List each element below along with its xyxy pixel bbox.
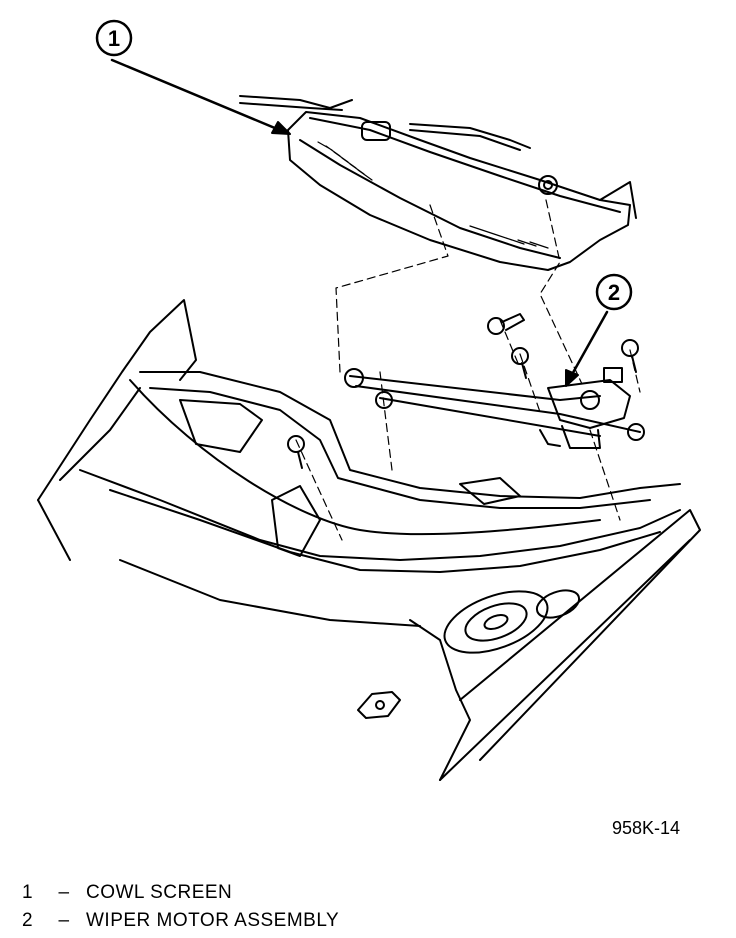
callout-1-number: 1 xyxy=(108,26,120,51)
wiper-cowl-exploded-diagram: 1 2 xyxy=(37,19,701,781)
left-pivot-cap xyxy=(361,121,391,141)
right-fender-inner xyxy=(439,539,691,781)
cowl-screen-rear-edge xyxy=(309,117,621,213)
left-bracket xyxy=(271,485,321,557)
legend-label: COWL SCREEN xyxy=(86,882,233,903)
callout-1-arrowhead xyxy=(271,121,291,135)
windshield-edge xyxy=(599,181,637,219)
plenum-lower-inner xyxy=(109,489,661,573)
callout-2: 2 xyxy=(565,273,633,387)
callout-1: 1 xyxy=(95,19,291,135)
bolt-2 xyxy=(511,347,529,379)
legend-separator: – xyxy=(58,910,70,931)
callout-1-leader xyxy=(110,58,284,133)
legend-number: 1 xyxy=(22,882,34,903)
right-wiper-blade xyxy=(409,129,521,151)
bolt-3 xyxy=(621,339,639,373)
callout-1-circle xyxy=(95,19,133,57)
fasteners xyxy=(287,313,639,719)
cowl-screen-louvers xyxy=(317,141,549,249)
bolt-4 xyxy=(287,435,305,469)
callout-2-circle xyxy=(595,273,633,311)
legend-item-1: 1 –COWL SCREEN xyxy=(22,882,232,904)
legend-number: 2 xyxy=(22,910,34,931)
linkage-left-pivot xyxy=(344,368,364,388)
left-fender-inner xyxy=(59,387,141,481)
linkage-right-pivot xyxy=(580,390,600,410)
wiper-linkage xyxy=(344,367,645,449)
left-wiper-arm xyxy=(239,95,353,109)
legend-separator: – xyxy=(58,882,70,903)
plenum-bottom xyxy=(119,559,421,627)
linkage-lower-rod xyxy=(355,385,641,433)
figure-code: 958K-14 xyxy=(612,818,681,838)
cowl-screen xyxy=(239,95,637,271)
right-wiper-arm xyxy=(409,123,531,149)
cowl-plenum-body xyxy=(37,299,701,781)
strut-tower xyxy=(443,589,581,654)
plenum-lower-edge xyxy=(79,469,681,561)
plenum-inner-edge xyxy=(149,387,651,509)
callout-2-arrowhead xyxy=(565,369,579,387)
left-fender-outline xyxy=(37,299,197,501)
center-bracket xyxy=(459,477,521,505)
cowl-screen-outline xyxy=(287,111,631,271)
callout-2-leader xyxy=(568,310,609,380)
linkage-center-pivot xyxy=(375,391,393,409)
cowl-screen-front-edge xyxy=(299,139,561,259)
legend-item-2: 2 –WIPER MOTOR ASSEMBLY xyxy=(22,910,339,932)
left-edge-line xyxy=(37,499,71,561)
left-opening xyxy=(179,399,263,453)
left-wiper-blade xyxy=(239,102,343,111)
lower-body-panel xyxy=(409,619,471,781)
legend-label: WIPER MOTOR ASSEMBLY xyxy=(86,910,340,931)
right-pivot-nut xyxy=(538,175,558,195)
right-fender-edge xyxy=(459,509,701,761)
callout-2-number: 2 xyxy=(608,280,620,305)
plenum-top-edge xyxy=(139,371,681,499)
bolt-1 xyxy=(487,313,525,335)
linkage-crank-pivot xyxy=(627,423,645,441)
clip-fastener xyxy=(357,691,401,719)
alignment-lines xyxy=(295,199,641,541)
wiper-motor xyxy=(539,367,631,449)
right-pivot-nut-inner xyxy=(543,180,553,190)
cable-run xyxy=(129,379,601,536)
linkage-upper-rod xyxy=(349,375,601,401)
